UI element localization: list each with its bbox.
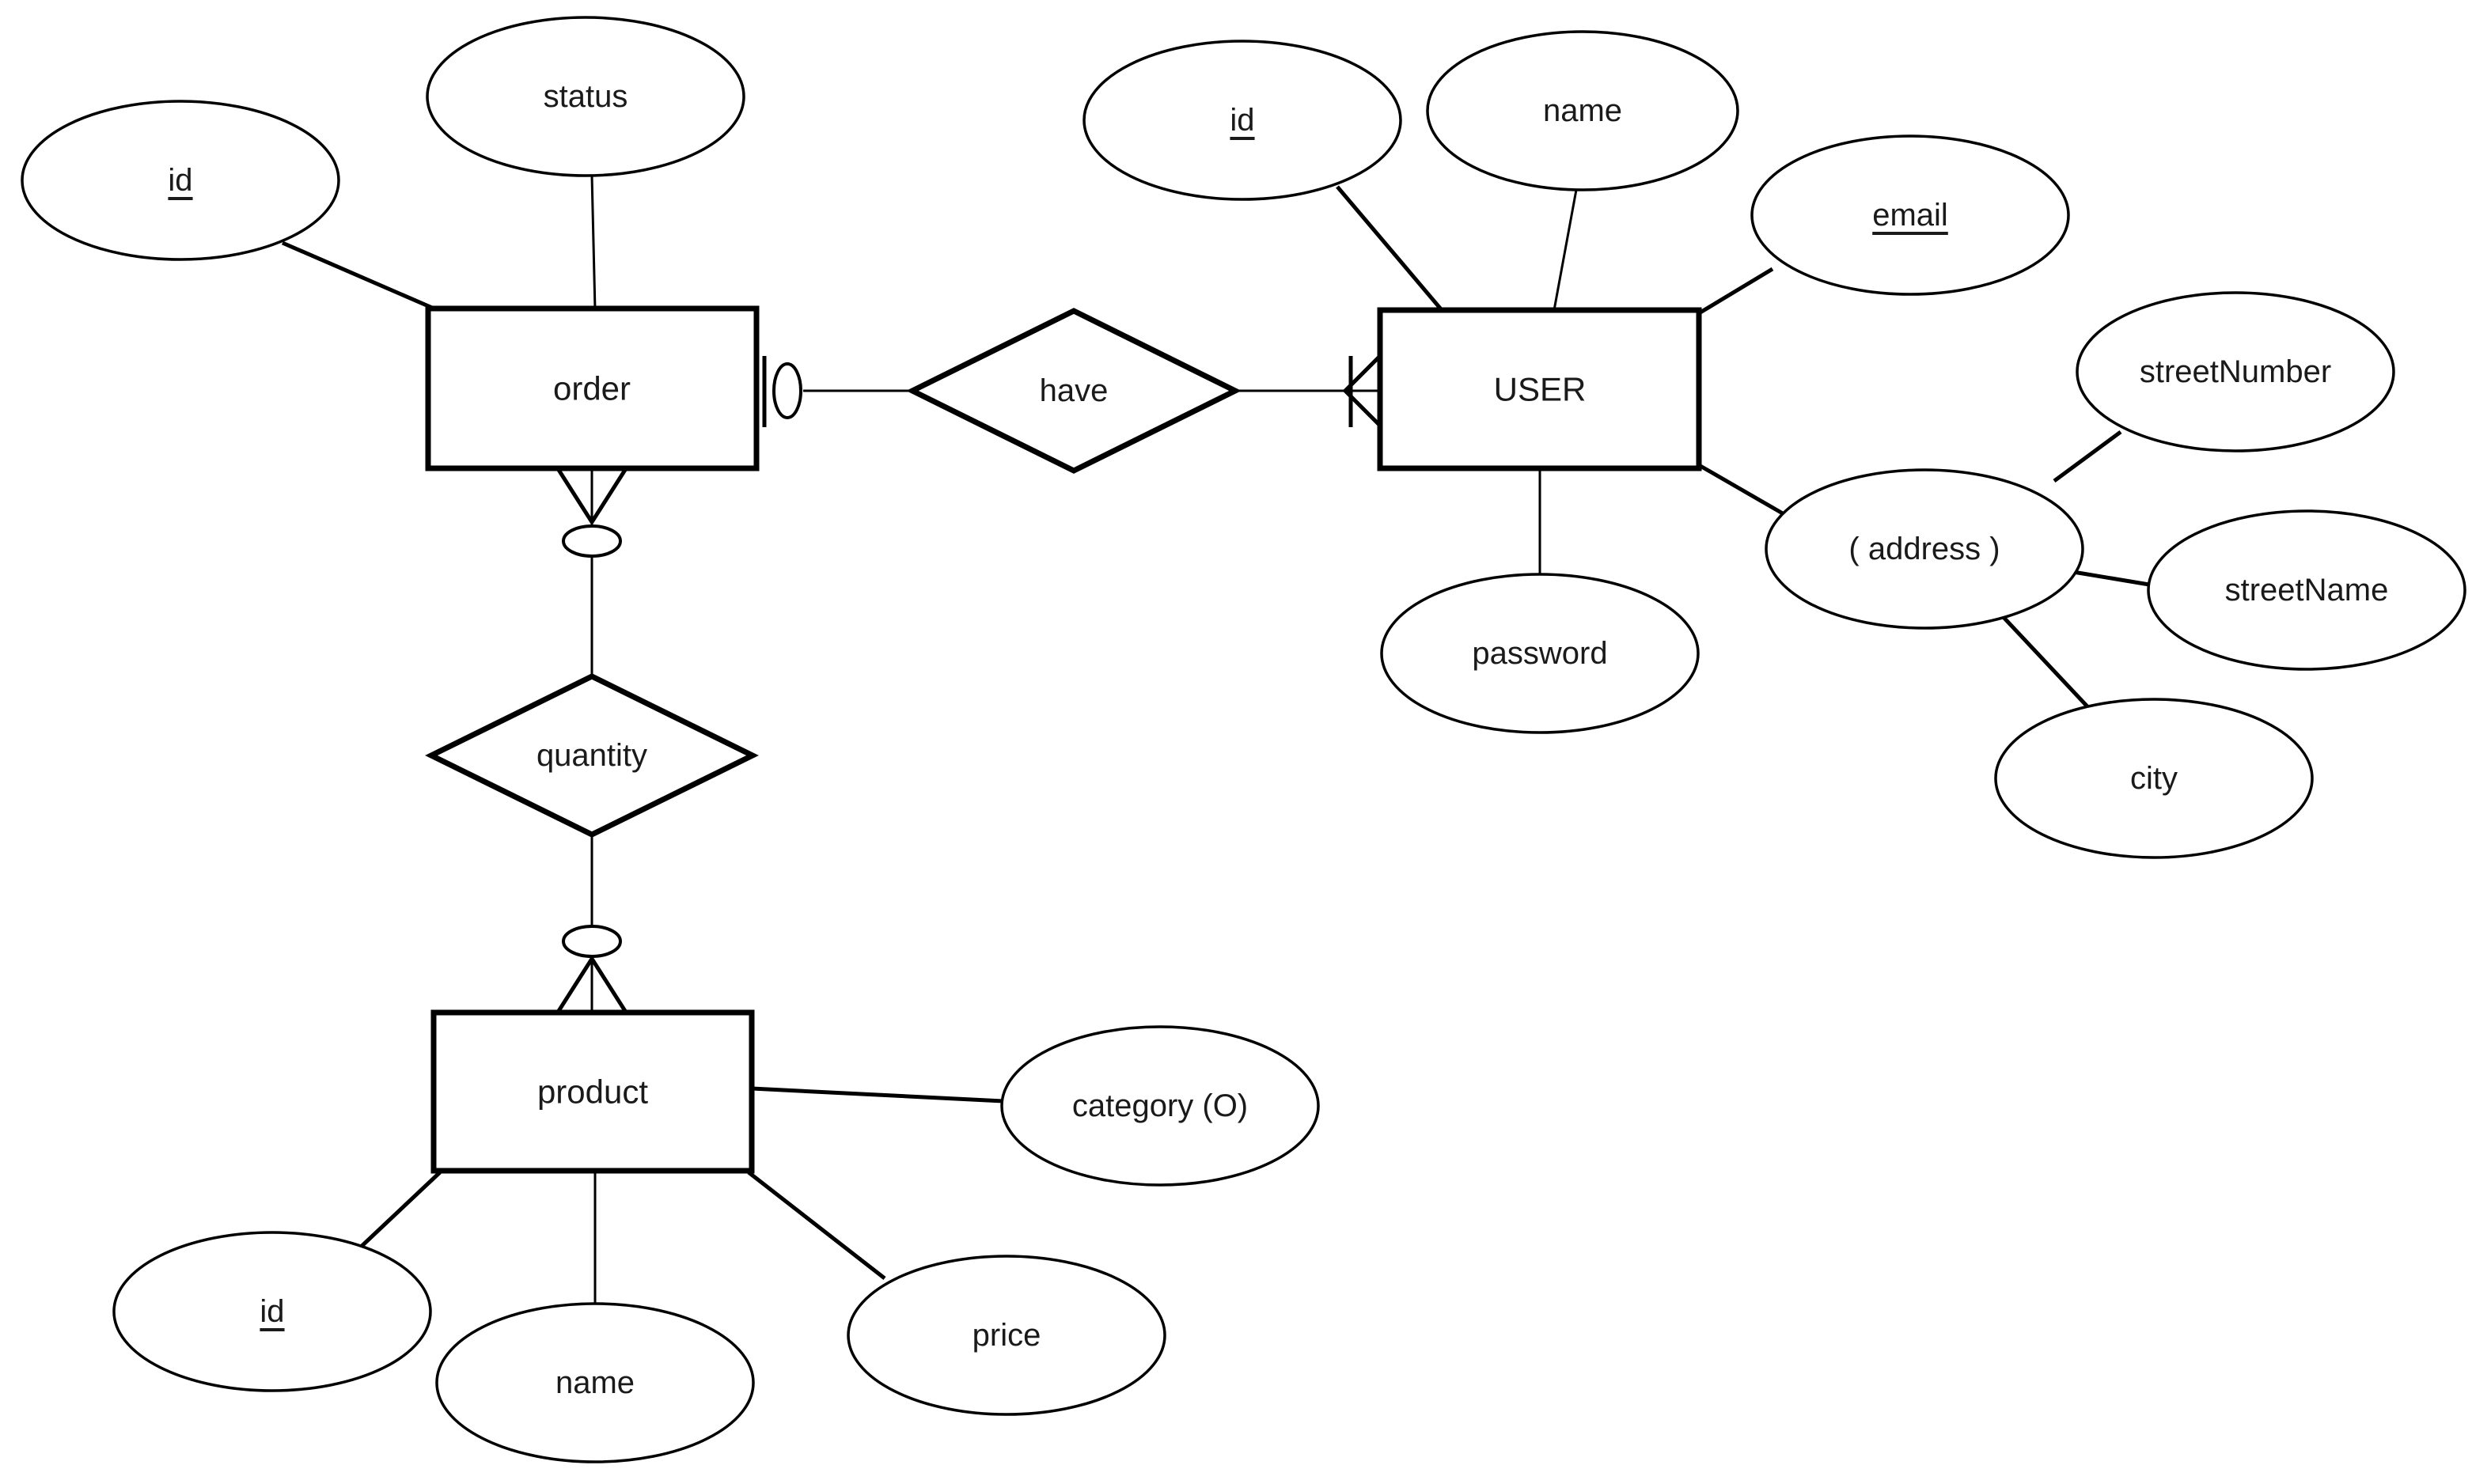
attribute-ellipse[interactable] [112,1231,432,1392]
marker-product-quantity-zero-many [556,925,627,1013]
edge-address-city [1998,611,2099,718]
attribute-ellipse[interactable] [2147,509,2466,671]
crow-foot-icon [556,468,627,526]
relationship-label: have [1040,373,1109,408]
attribute-label: status [544,79,628,114]
attribute-label: streetNumber [2140,354,2331,389]
attribute-order-id[interactable]: id [21,100,340,261]
cardinality-circle-icon [772,362,802,419]
entity-nodes: order USER product [425,305,1702,1174]
attribute-label: id [260,1294,284,1329]
relationship-label: quantity [536,738,647,773]
entity-label: order [553,370,631,407]
attribute-ellipse[interactable] [1000,1025,1320,1187]
edge-user-name [1553,189,1578,311]
attribute-ellipse[interactable] [426,16,745,177]
entity-product[interactable]: product [430,1009,755,1174]
relationship-have[interactable]: have [906,308,1242,474]
crow-foot-icon [1342,354,1382,427]
attribute-product-id[interactable]: id [112,1231,432,1392]
attribute-user-email[interactable]: email [1750,134,2070,296]
marker-order-have-one-optional [762,356,802,427]
attribute-ellipse[interactable] [1750,134,2070,296]
attribute-product-name[interactable]: name [435,1302,755,1463]
attribute-ellipse[interactable] [2076,291,2395,452]
cardinality-circle-icon [562,524,622,558]
relationship-quantity[interactable]: quantity [425,673,759,838]
attribute-product-price[interactable]: price [847,1255,1166,1416]
attribute-address-streetnumber[interactable]: streetNumber [2076,291,2395,452]
entity-user[interactable]: USER [1377,307,1702,471]
connector-lines [282,175,2155,1305]
attribute-product-category[interactable]: category (O) [1000,1025,1320,1187]
entity-label: USER [1494,371,1587,408]
attribute-user-address-composite[interactable]: ( address ) [1765,468,2084,630]
attribute-label: name [555,1365,635,1400]
attribute-nodes: id status id name email password ( addre… [21,16,2466,1463]
attribute-label: name [1543,93,1622,128]
edge-address-streetname [2072,570,2155,588]
relationship-diamond[interactable] [425,673,759,838]
attribute-order-status[interactable]: status [426,16,745,177]
entity-order[interactable]: order [425,305,760,471]
cardinality-circle-icon [562,925,622,958]
attribute-ellipse[interactable] [847,1255,1166,1416]
attribute-address-city[interactable]: city [1994,698,2314,859]
attribute-ellipse[interactable] [435,1302,755,1463]
relationship-diamond[interactable] [906,308,1242,474]
edge-product-id [356,1171,442,1251]
entity-rect[interactable] [430,1009,755,1174]
attribute-user-id[interactable]: id [1082,40,1402,201]
attribute-label: id [1230,103,1254,138]
marker-user-have-crowfoot [1342,354,1382,427]
relationship-nodes: have quantity [425,308,1242,838]
attribute-user-password[interactable]: password [1380,573,1700,734]
attribute-ellipse[interactable] [1082,40,1402,201]
marker-order-quantity-zero-many [556,468,627,558]
edge-user-address [1697,463,1788,518]
edge-product-price [747,1171,886,1280]
attribute-user-name[interactable]: name [1426,30,1739,191]
attribute-label: streetName [2225,573,2389,608]
entity-rect[interactable] [1377,307,1702,471]
cardinality-markers [556,354,1382,1013]
attribute-ellipse[interactable] [1994,698,2314,859]
attribute-ellipse[interactable] [1765,468,2084,630]
attribute-label: price [973,1318,1041,1353]
attribute-label: id [168,163,192,198]
attribute-label: password [1472,636,1607,671]
crow-foot-icon [556,955,627,1013]
entity-label: product [537,1073,648,1111]
entity-rect[interactable] [425,305,760,471]
attribute-label: category (O) [1072,1088,1248,1123]
edge-address-streetnumber [2053,430,2122,483]
edge-user-email [1697,267,1774,316]
edge-order-id [282,240,438,312]
attribute-label: city [2130,761,2178,796]
edge-product-category [751,1086,1004,1104]
attribute-ellipse[interactable] [21,100,340,261]
attribute-ellipse[interactable] [1426,30,1739,191]
edge-user-id [1336,185,1443,312]
edge-order-status [590,175,597,311]
attribute-label: ( address ) [1848,532,2000,566]
attribute-address-streetname[interactable]: streetName [2147,509,2466,671]
attribute-label: email [1872,198,1948,233]
attribute-ellipse[interactable] [1380,573,1700,734]
